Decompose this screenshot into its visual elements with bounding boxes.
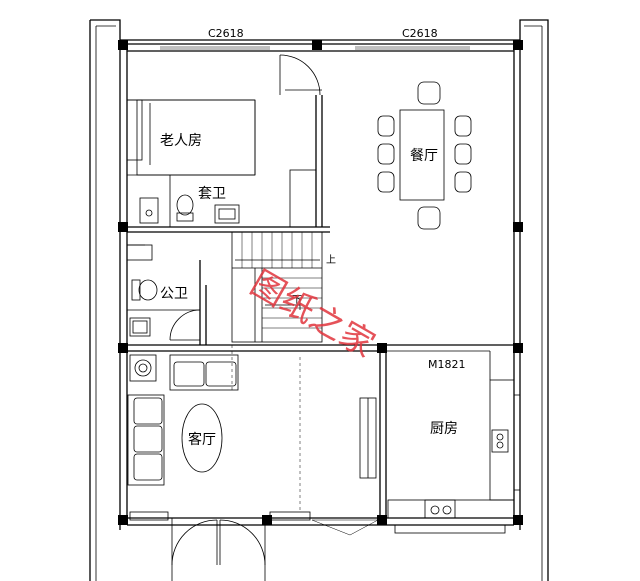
entrance: [129, 511, 506, 581]
stair-down-label: 下: [292, 295, 302, 306]
stair-up-label: 上: [326, 254, 336, 266]
structural-columns: [118, 40, 523, 525]
ensuite-bath: [139, 175, 240, 227]
living-room: [127, 354, 377, 486]
dining-room-label: 餐厅: [410, 148, 438, 164]
window-label-left: C2618: [208, 27, 244, 40]
ensuite-bath-label: 套卫: [198, 186, 226, 202]
dining-area: [377, 81, 472, 230]
kitchen-label: 厨房: [430, 421, 458, 437]
kitchen: [379, 350, 520, 525]
kitchen-door-label: M1821: [428, 358, 466, 371]
public-bath: [126, 244, 207, 345]
living-room-label: 客厅: [188, 431, 216, 448]
elderly-room: [126, 54, 330, 233]
door-openings: [231, 345, 301, 510]
staircase: [231, 231, 323, 343]
elderly-room-label: 老人房: [160, 133, 202, 149]
window-label-right: C2618: [402, 27, 438, 40]
public-bath-label: 公卫: [160, 286, 188, 302]
